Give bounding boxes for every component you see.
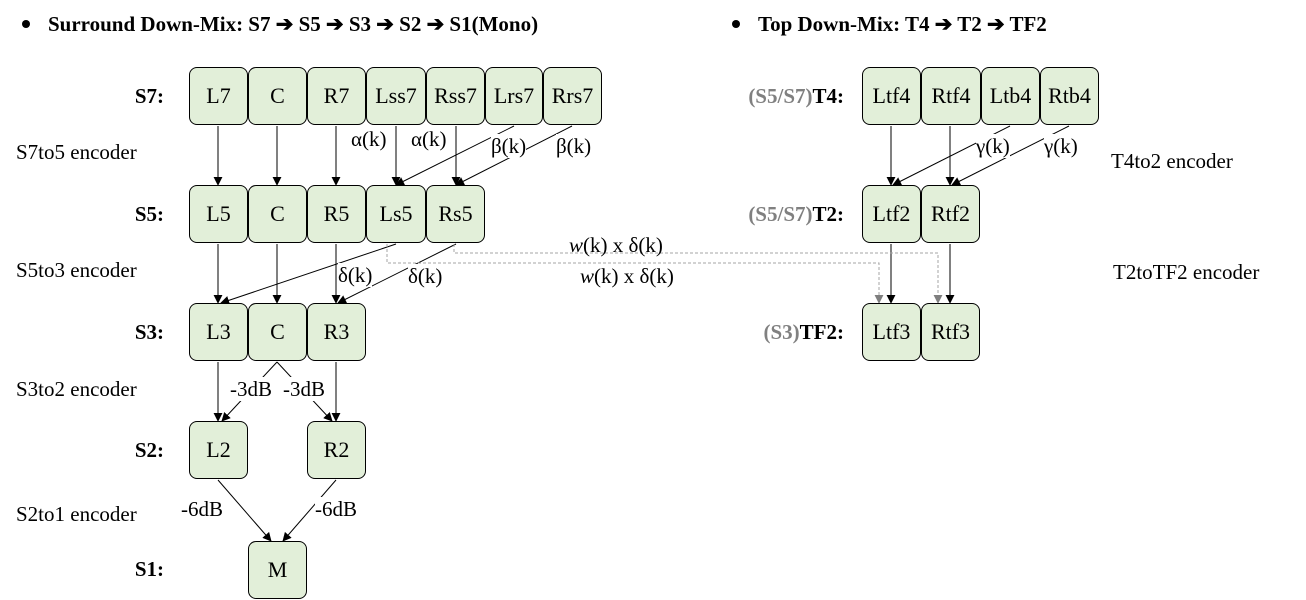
coef-wdelta-upper-rest: (k) x δ(k) (583, 233, 663, 257)
encoder-label-s5to3: S5to3 encoder (16, 258, 137, 282)
row-label-s2: S2: (134, 438, 164, 462)
row-label-s7: S7: (134, 84, 164, 108)
coef-wdelta-upper: w(k) x δ(k) (569, 233, 663, 257)
channel-box-l3: L3 (189, 303, 248, 361)
channel-box-ltf4: Ltf4 (862, 67, 921, 125)
row-label-t4-prefix: (S5/S7) (748, 84, 813, 108)
coef-wdelta-lower: w(k) x δ(k) (580, 264, 674, 288)
channel-box-r3: R3 (307, 303, 366, 361)
coef-w-lower: w (580, 264, 595, 288)
channel-box-l2: L2 (189, 421, 248, 479)
channel-box-r5: R5 (307, 185, 366, 243)
surround-heading-text: Surround Down-Mix: S7 ➔ S5 ➔ S3 ➔ S2 ➔ S… (48, 12, 539, 36)
encoder-label-s2to1: S2to1 encoder (16, 502, 137, 526)
arrow-ls5-l3 (220, 243, 397, 305)
channel-box-l5: L5 (189, 185, 248, 243)
arrow-r2-m (282, 479, 337, 542)
coef-minus3db-right: -3dB (283, 377, 325, 401)
coef-delta-rs: δ(k) (408, 264, 443, 288)
encoder-label-t4to2: T4to2 encoder (1111, 149, 1233, 173)
coef-wdelta-lower-rest: (k) x δ(k) (594, 264, 674, 288)
channel-box-rtb4: Rtb4 (1040, 67, 1099, 125)
channel-box-c7: C (248, 67, 307, 125)
channel-box-rtf2: Rtf2 (921, 185, 980, 243)
coef-gamma-rtb: γ(k) (1044, 134, 1078, 158)
arrow-rs5-r3 (337, 243, 457, 304)
encoder-label-t2totf2: T2toTF2 encoder (1113, 260, 1260, 284)
dashed-ls5-to-ltf3 (386, 244, 884, 304)
row-label-tf2-prefix: (S3) (763, 320, 800, 344)
bullet-icon (732, 20, 740, 29)
coef-alpha-lss: α(k) (351, 127, 387, 151)
channel-box-rrs7: Rrs7 (543, 67, 602, 125)
coef-beta-rrs: β(k) (556, 134, 592, 158)
row-label-s5: S5: (134, 202, 164, 226)
channel-box-rtf3: Rtf3 (921, 303, 980, 361)
row-label-t4-main: T4: (812, 84, 845, 108)
row-label-tf2: (S3)TF2: (700, 320, 845, 345)
coef-minus6db-right: -6dB (315, 497, 357, 521)
channel-box-c3: C (248, 303, 307, 361)
row-label-t2: (S5/S7)T2: (700, 202, 844, 227)
channel-box-rss7: Rss7 (426, 67, 485, 125)
channel-box-r2: R2 (307, 421, 366, 479)
coef-minus3db-left: -3dB (230, 377, 272, 401)
coef-alpha-rss: α(k) (411, 127, 447, 151)
channel-box-lss7: Lss7 (366, 67, 426, 125)
bullet-icon (22, 20, 30, 29)
encoder-label-s3to2: S3to2 encoder (16, 377, 137, 401)
channel-box-m: M (248, 541, 307, 599)
channel-box-ltb4: Ltb4 (981, 67, 1040, 125)
top-downmix-heading: Top Down-Mix: T4 ➔ T2 ➔ TF2 (732, 12, 1047, 37)
channel-box-l7: L7 (189, 67, 248, 125)
arrow-l2-m (217, 479, 272, 542)
row-label-s1: S1: (134, 557, 164, 581)
row-label-t4: (S5/S7)T4: (700, 84, 844, 109)
channel-box-r7: R7 (307, 67, 366, 125)
coef-w-upper: w (569, 233, 584, 257)
encoder-label-s7to5: S7to5 encoder (16, 140, 137, 164)
channel-box-ltf3: Ltf3 (862, 303, 921, 361)
top-heading-text: Top Down-Mix: T4 ➔ T2 ➔ TF2 (758, 12, 1047, 36)
channel-box-rs5: Rs5 (426, 185, 485, 243)
coef-delta-ls: δ(k) (338, 263, 373, 287)
row-label-t2-main: T2: (812, 202, 845, 226)
row-label-s3: S3: (134, 320, 164, 344)
channel-box-lrs7: Lrs7 (485, 67, 543, 125)
coef-beta-lrs: β(k) (491, 134, 527, 158)
row-label-tf2-main: TF2: (799, 320, 844, 344)
channel-box-rtf4: Rtf4 (921, 67, 981, 125)
surround-downmix-heading: Surround Down-Mix: S7 ➔ S5 ➔ S3 ➔ S2 ➔ S… (22, 12, 538, 37)
coef-minus6db-left: -6dB (181, 497, 223, 521)
coef-gamma-ltb: γ(k) (976, 134, 1010, 158)
channel-box-c5: C (248, 185, 307, 243)
row-label-t2-prefix: (S5/S7) (748, 202, 813, 226)
dashed-rs5-to-rtf3 (453, 244, 943, 304)
channel-box-ltf2: Ltf2 (862, 185, 921, 243)
channel-box-ls5: Ls5 (366, 185, 426, 243)
